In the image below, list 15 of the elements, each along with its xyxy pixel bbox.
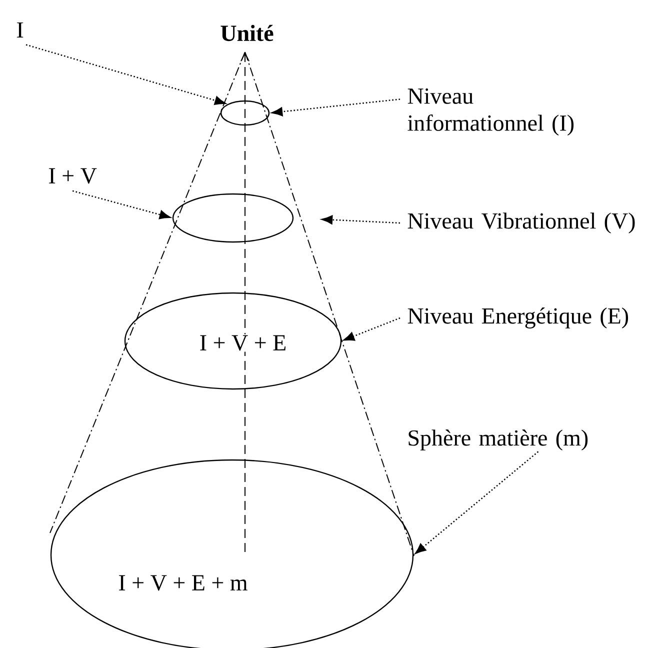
level-label: I: [17, 22, 24, 38]
leader-arrow: [414, 451, 539, 554]
level-label: Sphère matière (m): [408, 430, 588, 450]
leader-arrow: [272, 98, 400, 116]
level-label: Niveau Vibrationnel (V): [408, 212, 635, 234]
leader-arrow: [322, 215, 400, 224]
level-label: Niveau informationnel (I): [408, 88, 574, 136]
level-ellipse: [172, 193, 294, 243]
leader-arrow: [72, 190, 171, 220]
level-label: I + V: [49, 168, 97, 184]
level-ellipse: [220, 100, 270, 126]
title: Unité: [220, 24, 274, 42]
level-label: Niveau Energétique (E): [408, 308, 628, 328]
leader-arrow: [26, 44, 226, 105]
leader-arrow: [343, 317, 400, 341]
